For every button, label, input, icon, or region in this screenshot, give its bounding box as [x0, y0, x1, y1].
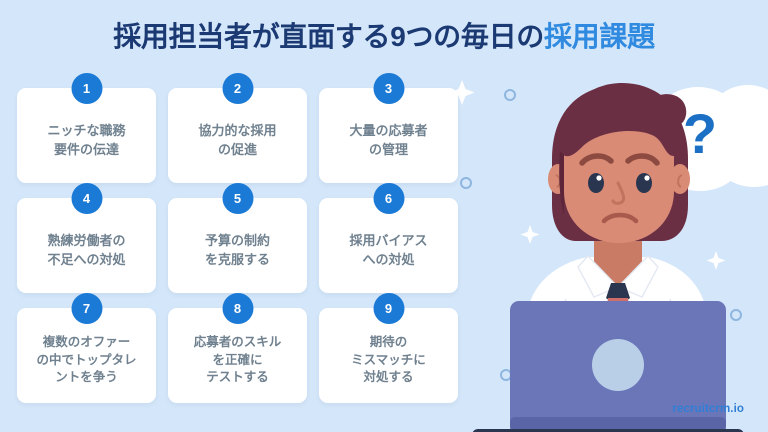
laptop [472, 301, 744, 432]
ear-right [670, 164, 690, 194]
card-label-4: 熟練労働者の 不足への対処 [47, 232, 126, 267]
card-badge-7: 7 [71, 293, 102, 324]
nose [611, 181, 626, 205]
page-title-main: 採用担当者が直面する9つの毎日の [113, 21, 544, 52]
decor-circle-icon [500, 369, 512, 381]
challenge-card-7[interactable]: 7 複数のオファー の中でトップタレ ントを争う [17, 293, 156, 403]
card-badge-4: 4 [71, 183, 102, 214]
card-label-6: 採用バイアス への対処 [349, 232, 428, 267]
eye-right [636, 173, 652, 193]
card-label-1: ニッチな職務 要件の伝達 [47, 122, 126, 157]
question-mark-icon: ? [683, 102, 717, 165]
card-badge-1: 1 [71, 73, 102, 104]
card-label-2: 協力的な採用 の促進 [198, 122, 277, 157]
challenge-card-9[interactable]: 9 期待の ミスマッチに 対処する [319, 293, 458, 403]
eyebrow-right [625, 153, 660, 166]
card-label-3: 大量の応募者 の管理 [349, 122, 428, 157]
card-badge-3: 3 [373, 73, 404, 104]
card-badge-5: 5 [222, 183, 253, 214]
decor-circle-icon [460, 177, 472, 189]
challenge-card-5[interactable]: 5 予算の制約 を克服する [168, 183, 307, 293]
challenge-card-grid: 1 ニッチな職務 要件の伝達 2 協力的な採用 の促進 3 大量の応募者 の管理… [17, 73, 458, 403]
card-badge-9: 9 [373, 293, 404, 324]
card-label-7: 複数のオファー の中でトップタレ ントを争う [36, 335, 137, 385]
challenge-card-1[interactable]: 1 ニッチな職務 要件の伝達 [17, 73, 156, 183]
laptop-logo-icon [592, 339, 644, 391]
challenge-card-3[interactable]: 3 大量の応募者 の管理 [319, 73, 458, 183]
decor-circle-icon [504, 89, 516, 101]
challenge-card-2[interactable]: 2 協力的な採用 の促進 [168, 73, 307, 183]
mouth-frown [601, 212, 639, 224]
desk-surface [472, 429, 744, 432]
card-badge-8: 8 [222, 293, 253, 324]
eye-left [588, 173, 604, 193]
challenge-card-6[interactable]: 6 採用バイアス への対処 [319, 183, 458, 293]
card-badge-2: 2 [222, 73, 253, 104]
page-title-container: 採用担当者が直面する9つの毎日の採用課題 [0, 20, 768, 54]
challenge-card-8[interactable]: 8 応募者のスキル を正確に テストする [168, 293, 307, 403]
page-title-accent: 採用課題 [543, 21, 655, 52]
card-label-8: 応募者のスキル を正確に テストする [193, 335, 282, 385]
challenge-card-4[interactable]: 4 熟練労働者の 不足への対処 [17, 183, 156, 293]
illustration-confused-worker: ? [448, 55, 768, 432]
decor-circle-icon [730, 309, 742, 321]
card-label-5: 予算の制約 を克服する [204, 232, 270, 267]
card-label-9: 期待の ミスマッチに 対処する [351, 335, 426, 385]
eyebrow-left [579, 153, 614, 166]
page-title: 採用担当者が直面する9つの毎日の採用課題 [0, 20, 768, 54]
card-badge-6: 6 [373, 183, 404, 214]
worker-head [548, 83, 690, 243]
brand-watermark[interactable]: recruitcrm.io [672, 403, 744, 415]
